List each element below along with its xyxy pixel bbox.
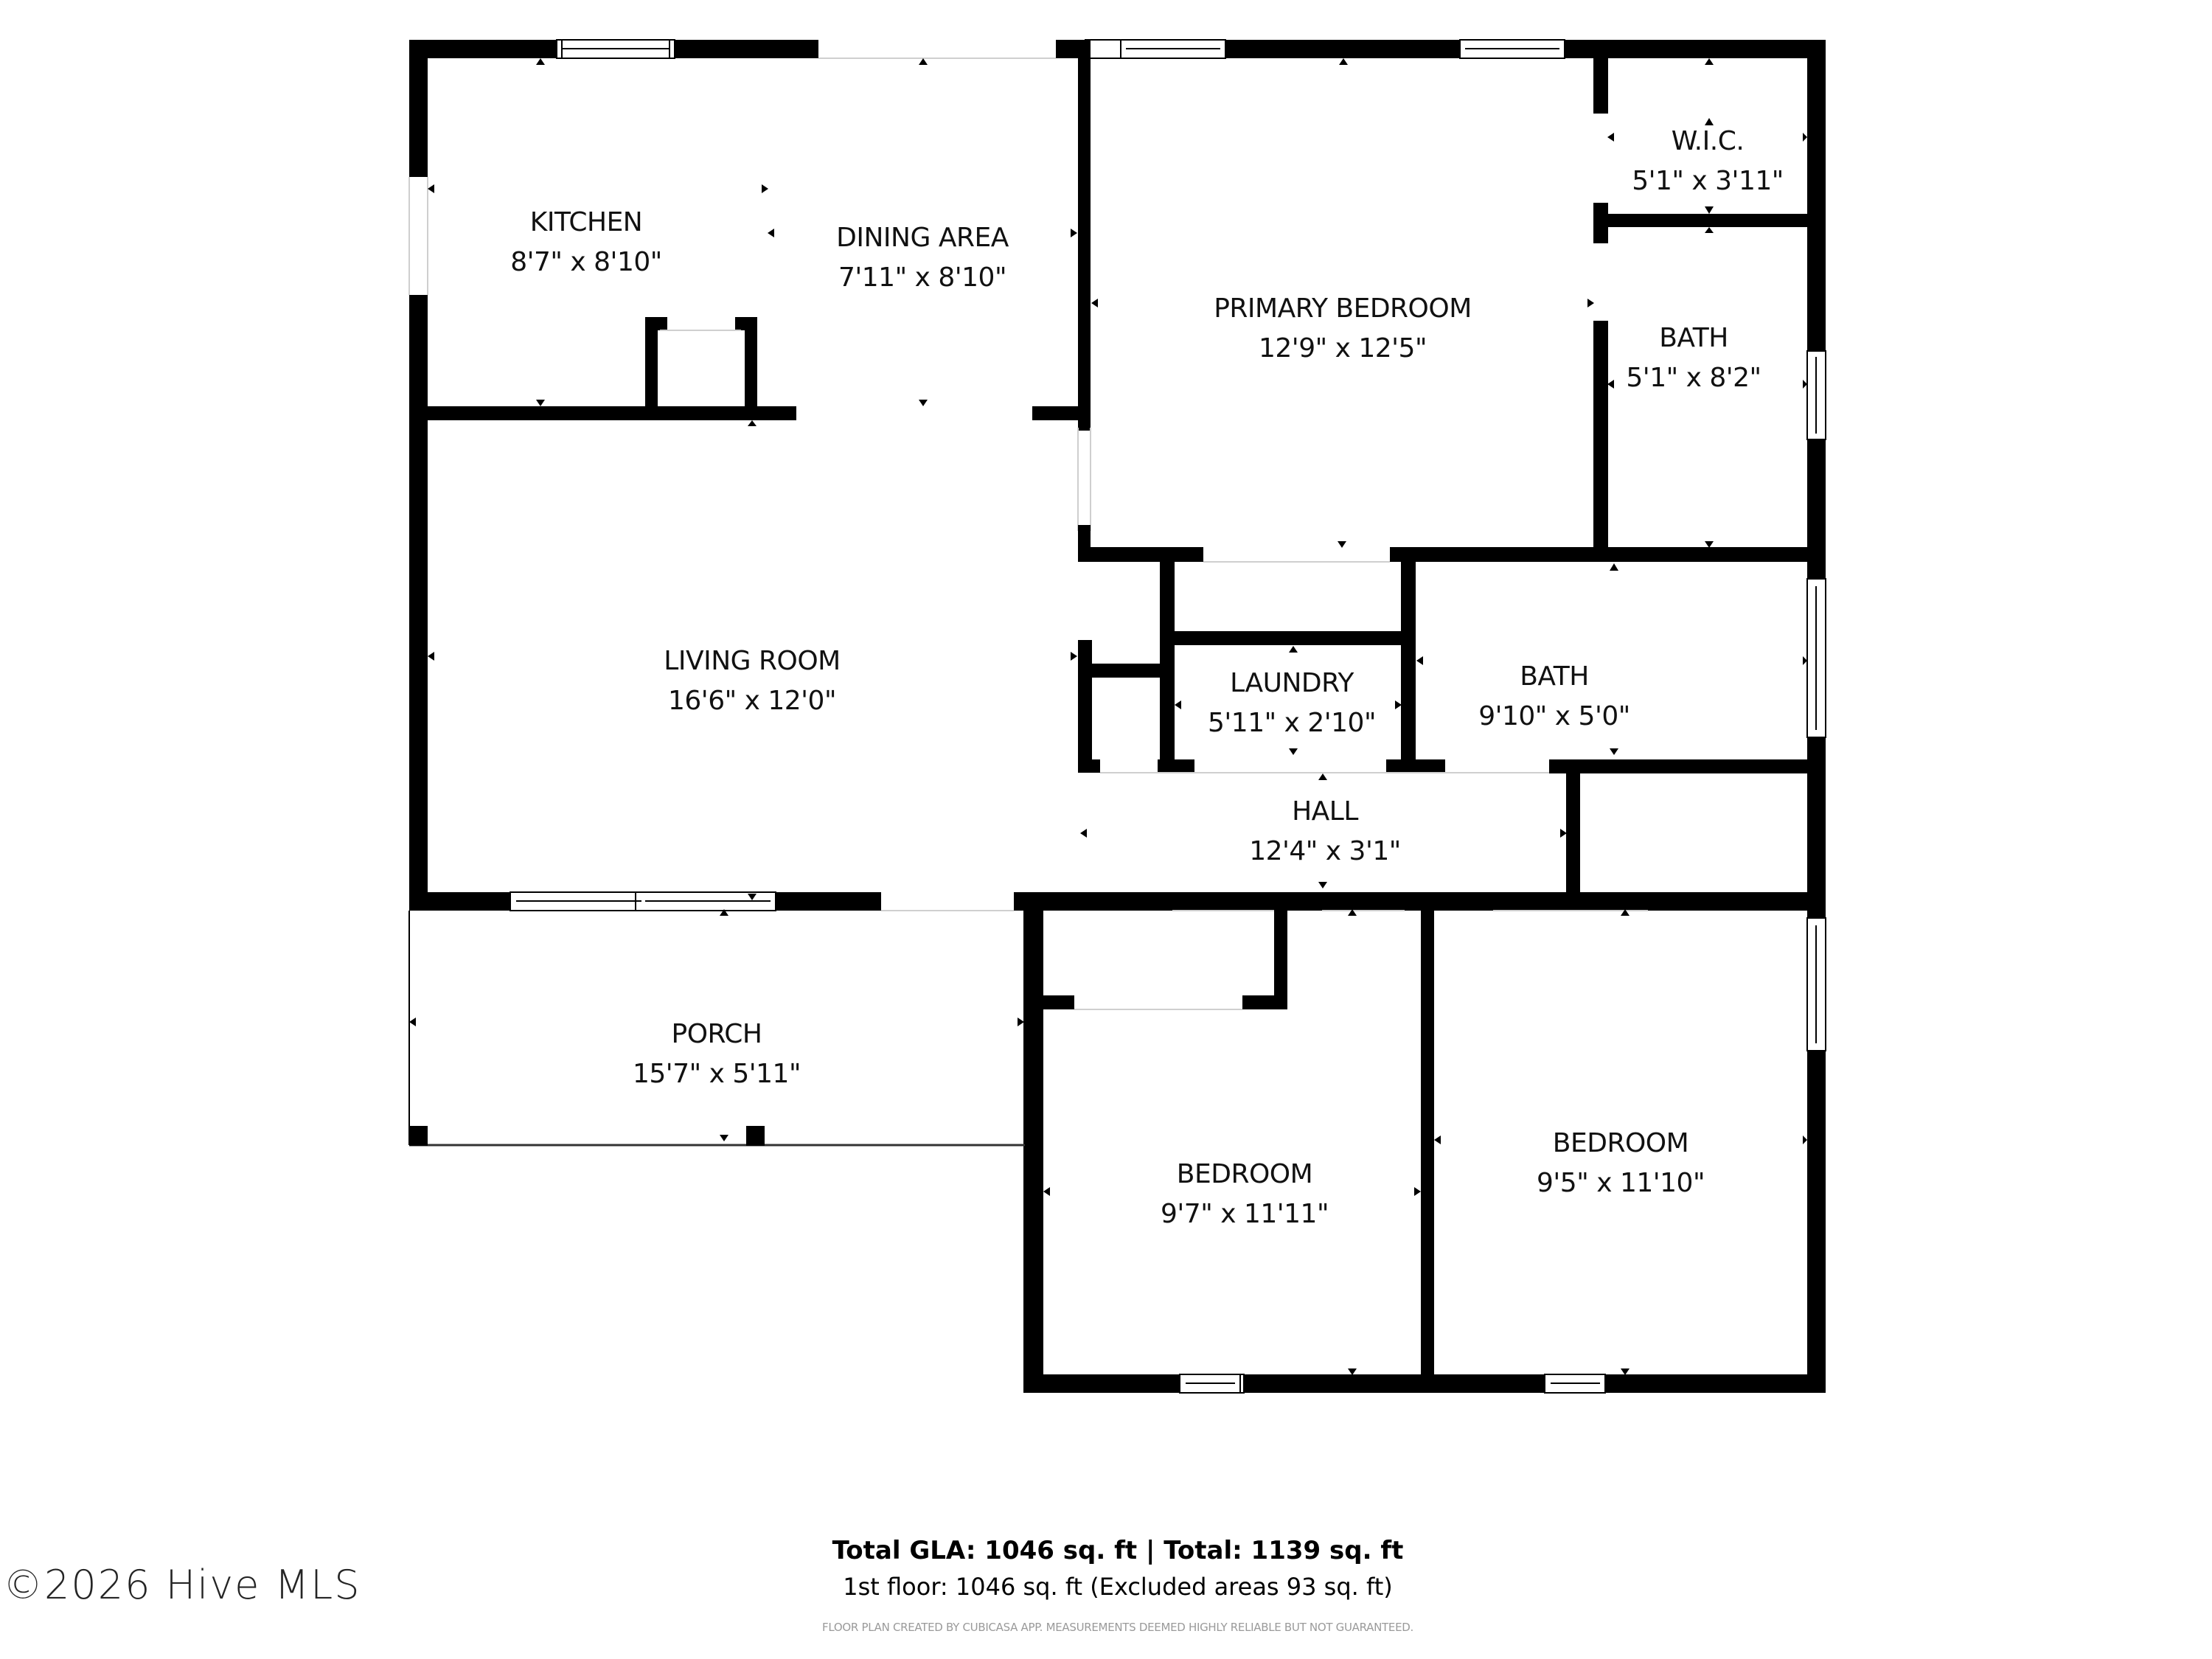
- floor-area: 1st floor: 1046 sq. ft (Excluded areas 9…: [843, 1573, 1393, 1601]
- room-primary-bath: BATH 5'1" x 8'2": [1626, 319, 1761, 398]
- room-dimensions: 16'6" x 12'0": [667, 686, 837, 716]
- room-name: PRIMARY BEDROOM: [1214, 293, 1472, 324]
- disclaimer: FLOOR PLAN CREATED BY CUBICASA APP. MEAS…: [822, 1621, 1413, 1634]
- room-dining-area: DINING AREA 7'11" x 8'10": [836, 218, 1009, 298]
- room-name: BEDROOM: [1176, 1159, 1313, 1189]
- room-hall-bath: BATH 9'10" x 5'0": [1478, 657, 1630, 737]
- room-dimensions: 12'9" x 12'5": [1258, 333, 1427, 364]
- room-dimensions: 5'11" x 2'10": [1207, 708, 1377, 738]
- room-name: BEDROOM: [1552, 1128, 1689, 1158]
- room-porch: PORCH 15'7" x 5'11": [633, 1015, 801, 1094]
- interior-walls: [409, 40, 1826, 1393]
- room-dimensions: 5'1" x 3'11": [1632, 166, 1784, 196]
- room-primary-bedroom: PRIMARY BEDROOM 12'9" x 12'5": [1214, 289, 1472, 369]
- room-name: KITCHEN: [529, 207, 643, 237]
- room-dimensions: 9'5" x 11'10": [1536, 1168, 1705, 1198]
- room-living-room: LIVING ROOM 16'6" x 12'0": [664, 641, 841, 721]
- room-hall: HALL 12'4" x 3'1": [1249, 792, 1401, 872]
- room-bedroom-1: BEDROOM 9'7" x 11'11": [1161, 1155, 1329, 1234]
- room-name: PORCH: [671, 1019, 762, 1049]
- room-name: LAUNDRY: [1230, 668, 1354, 698]
- room-dimensions: 7'11" x 8'10": [838, 262, 1007, 293]
- room-dimensions: 15'7" x 5'11": [632, 1059, 801, 1089]
- dimension-ticks: [409, 58, 1807, 1375]
- room-dimensions: 9'7" x 11'11": [1160, 1199, 1329, 1229]
- porch-outline: [408, 911, 1025, 1147]
- room-name: LIVING ROOM: [664, 646, 841, 676]
- exterior-openings: [408, 39, 1826, 1394]
- room-kitchen: KITCHEN 8'7" x 8'10": [510, 203, 662, 282]
- room-name: BATH: [1520, 661, 1589, 692]
- total-area: Total GLA: 1046 sq. ft | Total: 1139 sq.…: [832, 1536, 1404, 1565]
- room-name: HALL: [1292, 796, 1358, 827]
- room-dimensions: 9'10" x 5'0": [1478, 701, 1630, 731]
- room-dimensions: 5'1" x 8'2": [1626, 363, 1761, 393]
- room-name: W.I.C.: [1671, 126, 1745, 156]
- room-name: BATH: [1659, 323, 1728, 353]
- room-wic: W.I.C. 5'1" x 3'11": [1632, 122, 1784, 201]
- room-laundry: LAUNDRY 5'11" x 2'10": [1207, 664, 1377, 743]
- copyright-watermark: ©2026 Hive MLS: [3, 1562, 361, 1608]
- room-bedroom-2: BEDROOM 9'5" x 11'10": [1537, 1124, 1705, 1203]
- room-name: DINING AREA: [836, 223, 1009, 253]
- room-dimensions: 8'7" x 8'10": [510, 247, 662, 277]
- room-dimensions: 12'4" x 3'1": [1249, 836, 1401, 866]
- area-summary: Total GLA: 1046 sq. ft | Total: 1139 sq.…: [832, 1532, 1404, 1604]
